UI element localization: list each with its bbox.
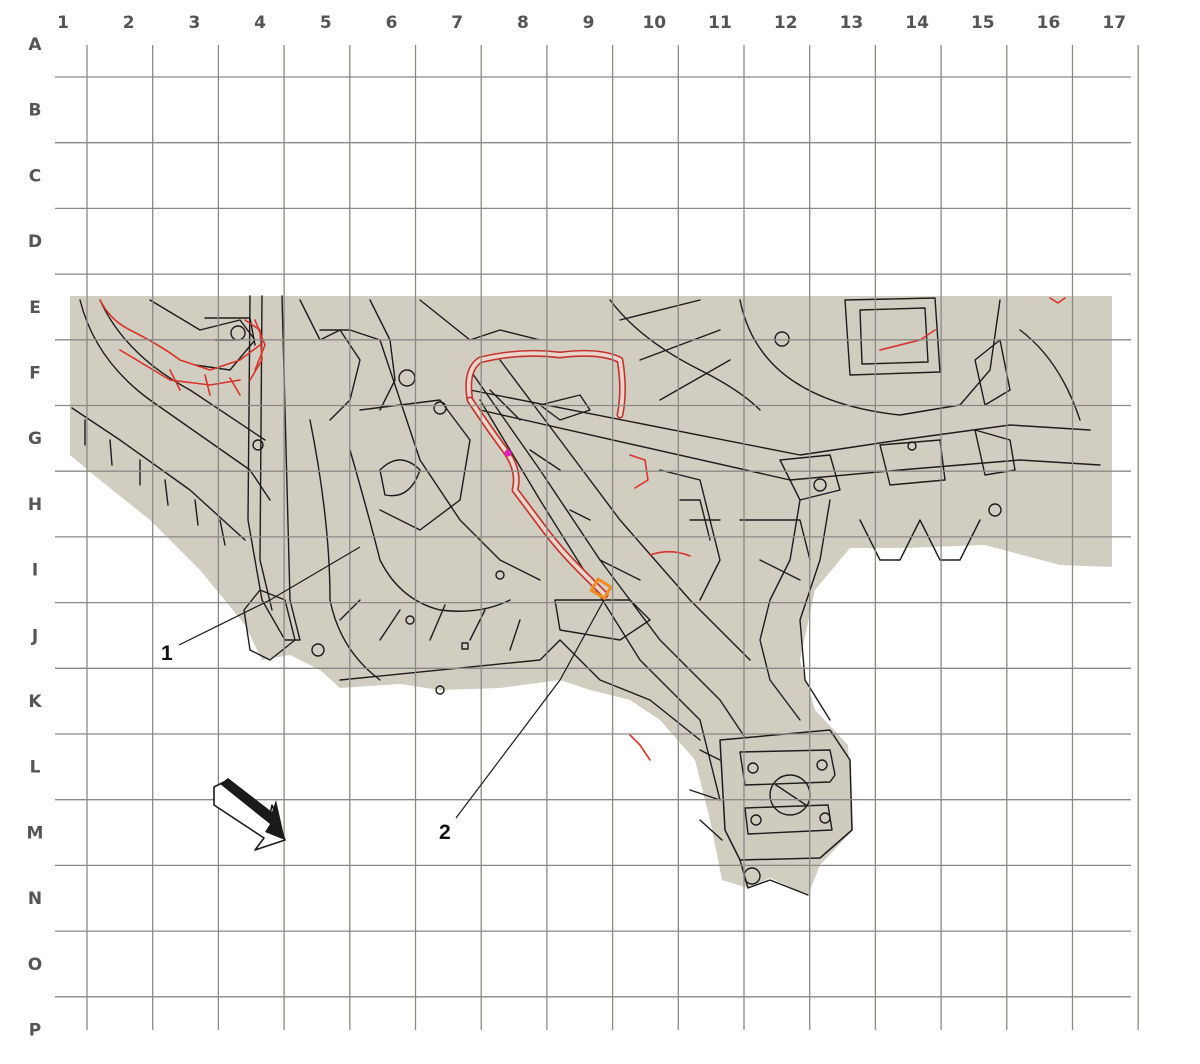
grid-column-label: 9	[583, 13, 595, 33]
grid-column-label: 1	[57, 13, 69, 33]
splice-highlight	[504, 449, 512, 457]
underbody-silhouette	[70, 296, 1112, 895]
grid-row-label: G	[28, 429, 42, 449]
grid-column-label: 11	[708, 13, 732, 33]
grid-lines	[55, 45, 1139, 1030]
direction-arrow-icon	[213, 778, 286, 851]
grid-row-label: J	[31, 626, 38, 646]
grid-row-label: A	[28, 35, 42, 55]
grid-column-label: 2	[123, 13, 135, 33]
grid-row-label: M	[27, 823, 44, 843]
callout-2: 2	[439, 599, 605, 844]
callout-2-label: 2	[439, 821, 451, 844]
grid-row-label: L	[30, 758, 41, 778]
grid-row-label: I	[32, 561, 38, 581]
grid-row-labels: A B C D E F G H I J K L M N O P	[27, 35, 44, 1041]
callout-2-leader	[455, 599, 605, 819]
grid-row-label: H	[28, 495, 42, 515]
callout-1-leader	[178, 546, 361, 646]
grid-column-label: 4	[254, 13, 266, 33]
grid-column-label: 13	[840, 13, 864, 33]
grid-row-label: F	[29, 364, 41, 384]
callout-1-label: 1	[161, 642, 173, 665]
grid-column-label: 3	[188, 13, 200, 33]
grid-column-label: 5	[320, 13, 332, 33]
grid-column-label: 8	[517, 13, 529, 33]
grid-row-label: N	[28, 889, 42, 909]
grid-column-label: 12	[774, 13, 798, 33]
grid-column-label: 15	[971, 13, 995, 33]
callout-1: 1	[161, 546, 361, 665]
grid-row-label: E	[29, 298, 41, 318]
grid-column-label: 10	[642, 13, 666, 33]
grid-row-label: O	[28, 955, 42, 975]
grid-row-label: K	[28, 692, 42, 712]
grid-column-label: 7	[451, 13, 463, 33]
grid-row-label: C	[29, 166, 41, 186]
grid-column-label: 14	[905, 13, 929, 33]
wiring-harness	[99, 297, 1066, 761]
grid-row-label: D	[28, 232, 42, 252]
grid-row-label: P	[29, 1021, 41, 1041]
grid-row-label: B	[29, 101, 42, 121]
grid-column-label: 17	[1102, 13, 1126, 33]
grid-column-label: 16	[1037, 13, 1061, 33]
grid-column-label: 6	[386, 13, 398, 33]
connector-highlight	[589, 577, 614, 601]
